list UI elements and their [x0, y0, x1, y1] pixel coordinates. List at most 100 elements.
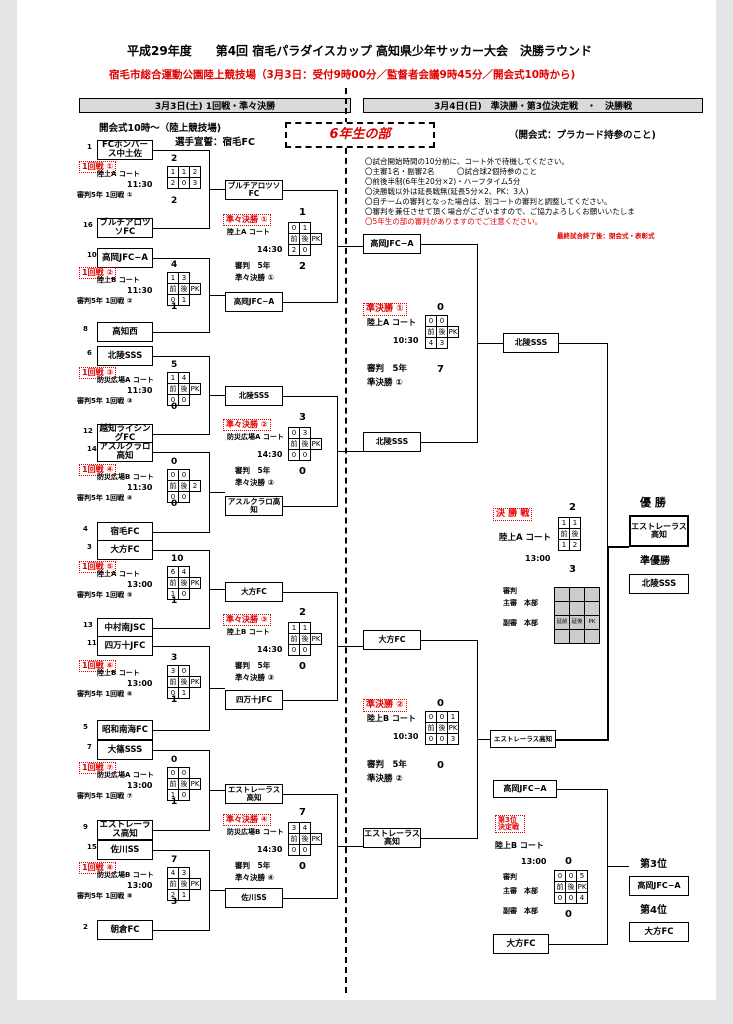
- third-match-team-bottom: 大方FC: [493, 934, 549, 954]
- score-cell: 後: [299, 233, 311, 245]
- court-name: 防災広場A コート: [97, 771, 154, 779]
- court-name: 陸上B コート: [97, 276, 140, 284]
- extra-time-cell: [584, 601, 600, 616]
- extra-time-cell: [554, 629, 570, 644]
- score-cell: 4: [576, 892, 588, 904]
- score-cell: 後: [569, 528, 581, 540]
- champion-team: エストレーラス高知: [629, 515, 689, 547]
- bracket-line: [209, 189, 225, 190]
- bracket-line: [153, 628, 209, 629]
- bracket-line: [607, 546, 609, 741]
- score-cell: 0: [167, 687, 179, 699]
- qf-team-top: 北陵SSS: [225, 386, 283, 406]
- team-seed: 14: [87, 445, 97, 453]
- bracket-line: [477, 343, 503, 344]
- note-line: 〇決勝戦以外は延長戦無(延長5分×2、PK：3人): [365, 187, 529, 196]
- referee-match: 準々決勝 ②: [235, 478, 274, 487]
- match-time: 14:30: [257, 245, 283, 254]
- round1-label: 1回戦 ⑥: [79, 660, 117, 672]
- score-cell: 4: [167, 867, 179, 879]
- bracket-line: [209, 790, 225, 791]
- score-cell: 3: [178, 272, 190, 284]
- qf-score-top: 1: [299, 207, 306, 218]
- score-cell: PK: [310, 833, 322, 845]
- bracket-line: [153, 750, 209, 751]
- team-name: 四万十JFC: [97, 636, 153, 656]
- team-name: 越知ライシングFC: [97, 424, 153, 444]
- team-name: 昭和南海FC: [97, 720, 153, 740]
- score-cell: 0: [167, 767, 179, 779]
- qf-team-bottom: 四万十JFC: [225, 690, 283, 710]
- bracket-line: [283, 700, 337, 701]
- team-seed: 6: [87, 349, 92, 357]
- bracket-line: [337, 451, 363, 452]
- final-team-top: 北陵SSS: [503, 333, 559, 353]
- qf-score-top: 3: [299, 412, 306, 423]
- court-name: 陸上B コート: [495, 841, 544, 850]
- score-cell: 0: [288, 427, 300, 439]
- score-cell: 0: [288, 844, 300, 856]
- match-time: 14:30: [257, 450, 283, 459]
- court-name: 防災広場B コート: [97, 473, 154, 481]
- score-cell: 後: [436, 722, 448, 734]
- court-name: 陸上A コート: [97, 570, 140, 578]
- oath-line: 選手宣誓：宿毛FC: [175, 137, 255, 148]
- score-cell: 1: [167, 789, 179, 801]
- team-seed: 8: [83, 325, 88, 333]
- qf-team-top: エストレーラス高知: [225, 784, 283, 804]
- match-time: 13:00: [127, 580, 153, 589]
- extra-time-cell: [584, 587, 600, 602]
- score-bottom: 1: [171, 302, 178, 312]
- bracket-line: [283, 190, 337, 191]
- score-cell: 後: [299, 833, 311, 845]
- score-cell: 前: [288, 438, 300, 450]
- score-cell: PK: [310, 438, 322, 450]
- bracket-line: [153, 434, 209, 435]
- bracket-line: [607, 866, 629, 867]
- score-cell: 0: [425, 315, 437, 327]
- score-top: 0: [171, 457, 178, 467]
- score-cell: 前: [425, 722, 437, 734]
- score-cell: 後: [178, 778, 190, 790]
- referee-sub: 副審 本部: [503, 619, 538, 627]
- team-seed: 5: [83, 723, 88, 731]
- champion-label: 優 勝: [640, 496, 666, 509]
- score-cell: 前: [167, 676, 179, 688]
- score-cell: 4: [178, 566, 190, 578]
- referee-main: 主審 本部: [503, 599, 538, 607]
- note-line: 〇主審1名・副審2名 〇試合球2個持参のこと: [365, 167, 537, 176]
- note-line: 〇審判を兼任させて頂く場合がございますので、ご協力よろしくお願いいたしま: [365, 207, 635, 216]
- bracket-line: [283, 396, 337, 397]
- score-cell: PK: [189, 283, 201, 295]
- sf-score-bottom: 7: [437, 364, 444, 375]
- score-bottom: 1: [171, 596, 178, 606]
- score-top: 0: [171, 755, 178, 765]
- bracket-line: [283, 506, 337, 507]
- bracket-line: [557, 789, 607, 790]
- third-place-label: 第3位: [640, 859, 667, 870]
- score-cell: 後: [565, 881, 577, 893]
- extra-time-cell: [569, 587, 585, 602]
- referee-label: 審判 5年: [367, 364, 407, 374]
- final-team-bottom: エストレーラス高知: [490, 730, 556, 748]
- team-seed: 2: [83, 923, 88, 931]
- score-cell: 0: [299, 844, 311, 856]
- score-cell: PK: [310, 233, 322, 245]
- score-cell: 0: [554, 870, 566, 882]
- qf-label: 準々決勝 ②: [223, 419, 271, 431]
- score-cell: 0: [554, 892, 566, 904]
- referee-label: 審判 5年: [235, 861, 271, 870]
- team-name: 朝倉FC: [97, 920, 153, 940]
- bracket-line: [153, 550, 209, 551]
- score-cell: 4: [425, 337, 437, 349]
- score-cell: 1: [167, 372, 179, 384]
- bracket-line: [153, 150, 209, 151]
- score-cell: 1: [569, 517, 581, 529]
- team-seed: 7: [87, 743, 92, 751]
